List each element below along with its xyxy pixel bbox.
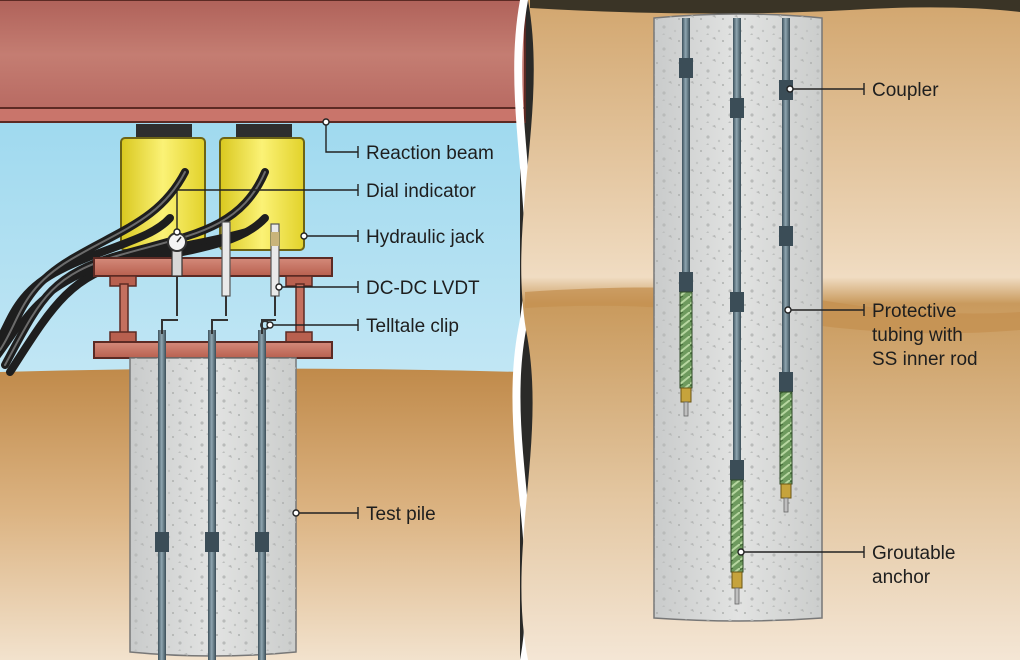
label-telltale-clip: Telltale clip bbox=[366, 316, 459, 337]
telltale-rod-3 bbox=[779, 18, 793, 513]
label-coupler: Coupler bbox=[872, 80, 939, 101]
telltale-rod-1 bbox=[679, 18, 693, 417]
left-panel: Reaction beam Dial indicator Hydraulic j… bbox=[0, 0, 526, 660]
panel-divider bbox=[512, 0, 534, 660]
lvdt-sensor-1 bbox=[221, 221, 231, 316]
label-protective-tubing-line1: Protective bbox=[872, 301, 956, 322]
label-groutable-anchor-line2: anchor bbox=[872, 567, 931, 588]
leader-lines-right bbox=[737, 83, 865, 558]
telltale-clips bbox=[161, 319, 276, 334]
label-dial-indicator: Dial indicator bbox=[366, 181, 476, 202]
dial-indicator bbox=[167, 232, 187, 316]
leader-lines-left bbox=[173, 118, 359, 519]
label-protective-tubing-line2: tubing with bbox=[872, 325, 963, 346]
lvdt-sensor-2 bbox=[270, 223, 280, 316]
right-panel: Coupler Protective tubing with SS inner … bbox=[521, 0, 1020, 660]
hydraulic-jack-right bbox=[219, 124, 305, 251]
label-test-pile: Test pile bbox=[366, 504, 436, 525]
reaction-beam bbox=[0, 0, 526, 123]
label-reaction-beam: Reaction beam bbox=[366, 143, 494, 164]
label-protective-tubing-line3: SS inner rod bbox=[872, 349, 978, 370]
label-hydraulic-jack: Hydraulic jack bbox=[366, 227, 485, 248]
label-groutable-anchor-line1: Groutable bbox=[872, 543, 955, 564]
telltale-tubes-left bbox=[155, 330, 269, 660]
telltale-rod-2 bbox=[730, 18, 744, 605]
label-dc-dc-lvdt: DC-DC LVDT bbox=[366, 278, 480, 299]
